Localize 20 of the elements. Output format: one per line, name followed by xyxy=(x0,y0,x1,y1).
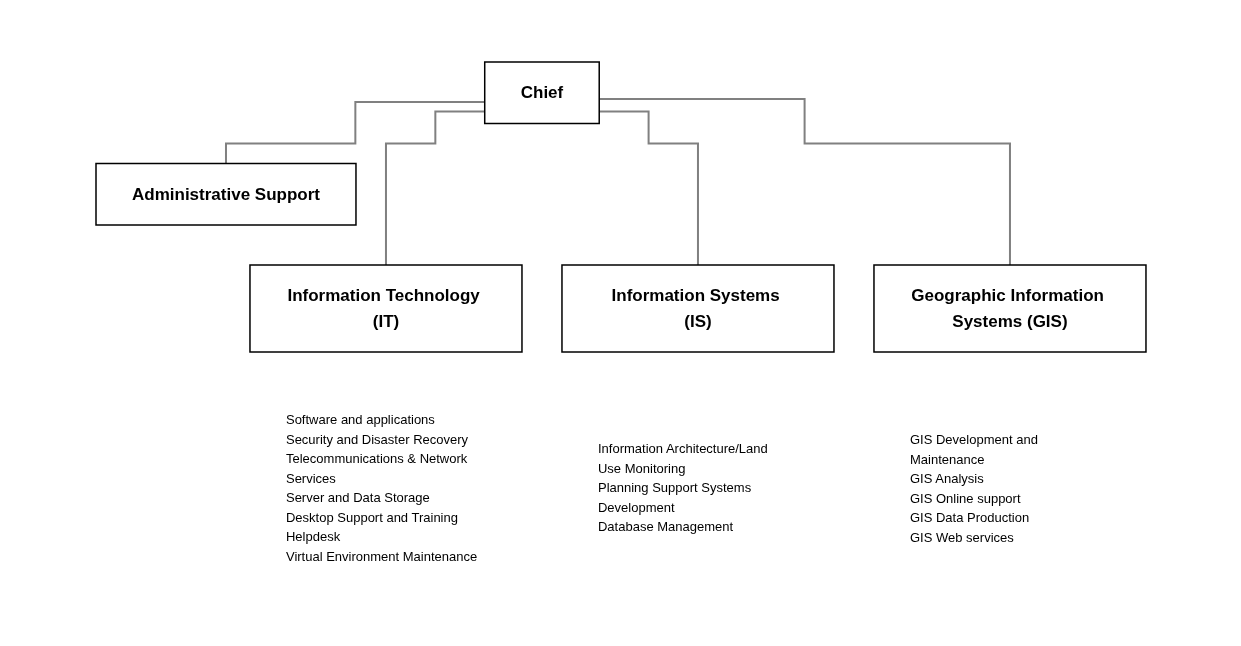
node-label: Information Architecture/Land Use Monitoring xyxy=(597,441,768,476)
node-label: Server and Data Storage xyxy=(285,490,430,505)
node-label: Desktop Support and Training xyxy=(285,509,458,525)
node-label: GIS Data Production xyxy=(909,509,1029,525)
node-label: Security and Disaster Recovery xyxy=(285,431,468,447)
node-label: GIS Online support xyxy=(909,490,1021,505)
node-label: Software and applications xyxy=(285,412,435,427)
node-label: Telecommunications & Network Services xyxy=(285,451,467,486)
node-label: GIS Analysis xyxy=(909,470,984,486)
node-box xyxy=(94,162,357,226)
node-box xyxy=(248,264,523,353)
node-label: Virtual Environment Maintenance xyxy=(285,548,477,564)
node-label: Helpdesk xyxy=(285,529,340,544)
node-label: GIS Web services xyxy=(909,529,1014,544)
node-box xyxy=(560,264,835,353)
node-box xyxy=(872,264,1147,353)
node-label: Database Management xyxy=(597,519,733,535)
node-label: GIS Development and Maintenance xyxy=(909,431,1038,466)
node-label: Planning Support Systems Development xyxy=(597,480,751,515)
node-box xyxy=(483,61,600,125)
